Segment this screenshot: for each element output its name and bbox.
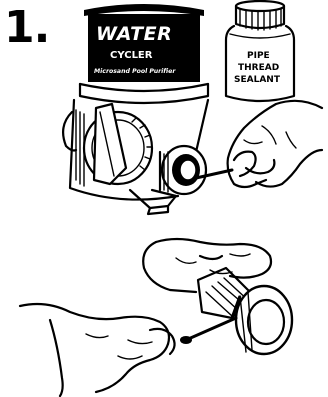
brand-name: WATER <box>96 23 172 45</box>
threaded-fitting <box>198 268 292 354</box>
brand-tagline: Microsand Pool Purifier <box>94 68 176 75</box>
sealant-label-line2: THREAD <box>238 63 279 73</box>
valve-dial <box>84 104 152 184</box>
brand-name-2: CYCLER <box>110 50 153 61</box>
hand-applying-sealant-bottom <box>20 304 236 396</box>
sealant-label-line1: PIPE <box>247 51 270 61</box>
hand-holding-fitting <box>143 239 271 292</box>
hand-applying-sealant-top <box>196 101 322 187</box>
sealant-label-line3: SEALANT <box>234 75 281 85</box>
filter-outlet-port <box>152 146 206 196</box>
